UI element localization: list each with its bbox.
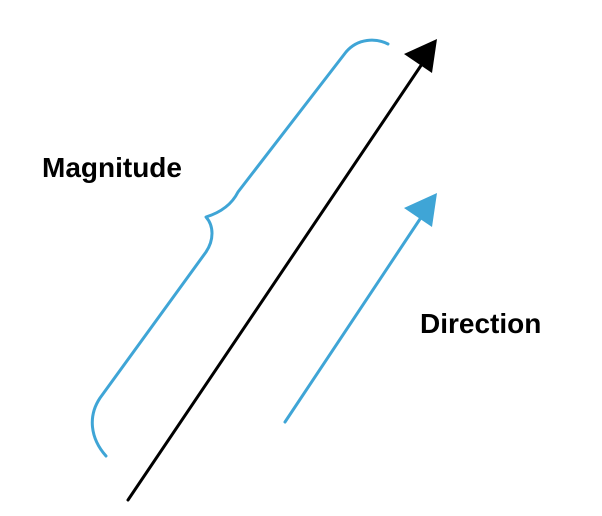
main-vector-arrow xyxy=(126,39,437,502)
direction-vector-shaft xyxy=(283,211,426,424)
main-vector-head xyxy=(404,39,437,73)
direction-vector-arrow xyxy=(283,193,437,424)
direction-label: Direction xyxy=(420,308,542,339)
main-vector-shaft xyxy=(126,62,424,502)
magnitude-label: Magnitude xyxy=(42,152,182,183)
magnitude-brace xyxy=(90,38,390,458)
direction-vector-head xyxy=(404,193,437,227)
